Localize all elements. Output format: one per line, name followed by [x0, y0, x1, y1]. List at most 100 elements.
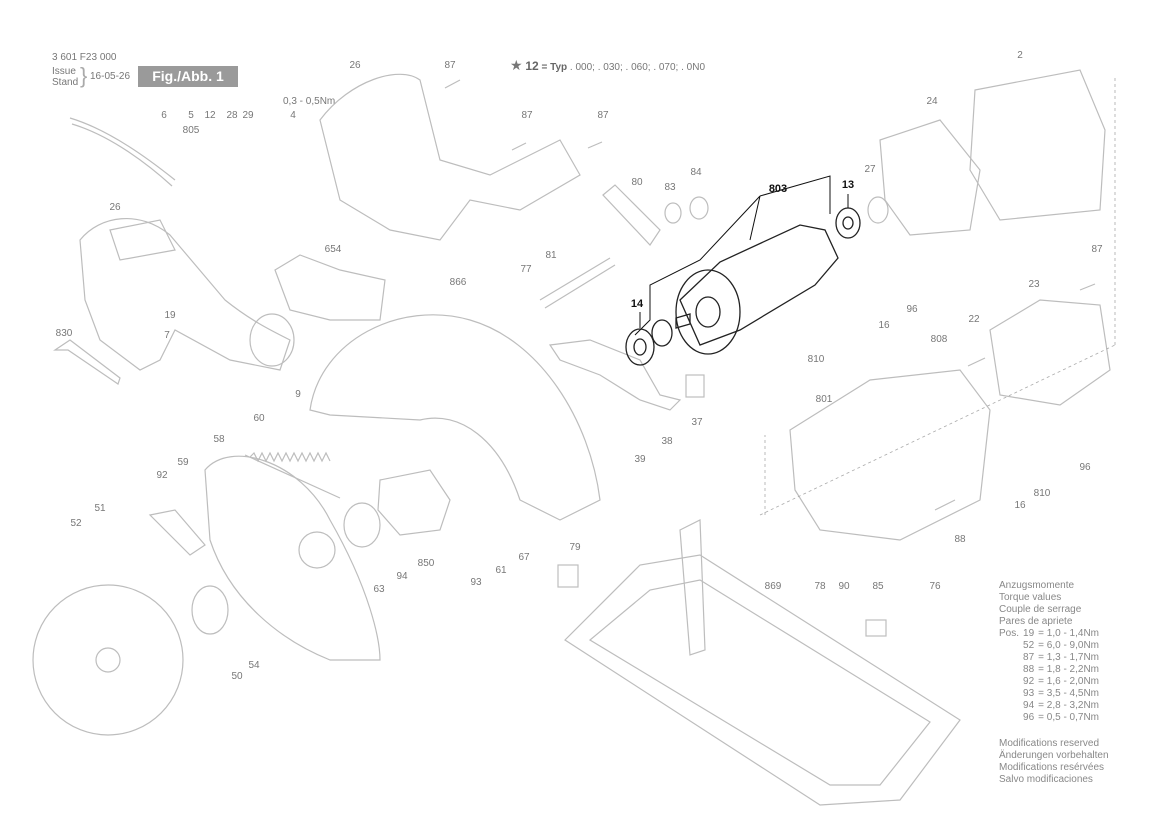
base-plate-inner — [588, 579, 931, 786]
torque-value: = 6,0 - 9,0Nm — [1038, 640, 1099, 651]
flange — [191, 585, 229, 635]
part-label-93: 93 — [470, 577, 482, 588]
torque-pos: 87 — [1023, 652, 1035, 663]
type-note-label: = Typ — [541, 62, 568, 73]
bearing-13[interactable] — [835, 207, 861, 239]
part-label-23: 23 — [1028, 279, 1040, 290]
part-label-810a: 810 — [808, 354, 825, 365]
power-cord — [69, 117, 176, 187]
part-label-869: 869 — [765, 581, 782, 592]
leader-803 — [634, 175, 831, 336]
bracket — [548, 339, 682, 411]
part-label-26b: 26 — [109, 202, 121, 213]
brush-housing — [989, 299, 1111, 406]
part-label-59: 59 — [177, 457, 189, 468]
torque-pos: 19 — [1023, 628, 1035, 639]
clip-37 — [685, 374, 705, 398]
part-label-84: 84 — [690, 167, 702, 178]
bearing-14-inner[interactable] — [633, 338, 647, 356]
part-label-9: 9 — [295, 389, 301, 400]
table-row: 92= 1,6 - 2,0Nm — [999, 676, 1099, 688]
bearing-14[interactable] — [625, 328, 655, 366]
part-label-50: 50 — [231, 671, 243, 682]
table-row: 87= 1,3 - 1,7Nm — [999, 652, 1099, 664]
armature-fan-hub[interactable] — [695, 296, 721, 328]
type-note-variants: . 000; . 030; . 060; . 070; . 0N0 — [569, 62, 706, 73]
lower-guard — [204, 455, 381, 661]
torque-pos: 93 — [1023, 688, 1035, 699]
part-label-7: 7 — [164, 330, 170, 341]
part-label-85: 85 — [872, 581, 884, 592]
torque-value: = 3,5 - 4,5Nm — [1038, 688, 1099, 699]
armature-shaft[interactable] — [675, 313, 691, 329]
modifications-note: Modifications reserved Änderungen vorbeh… — [999, 738, 1109, 786]
part-label-5: 5 — [188, 110, 194, 121]
part-label-850: 850 — [418, 558, 435, 569]
part-label-654: 654 — [325, 244, 342, 255]
part-label-78: 78 — [814, 581, 826, 592]
part-label-24: 24 — [926, 96, 938, 107]
part-label-79: 79 — [569, 542, 581, 553]
part-label-866: 866 — [450, 277, 467, 288]
screw-group — [444, 79, 1096, 511]
part-654 — [274, 254, 386, 321]
gear-housing — [377, 469, 451, 536]
armature-fan[interactable] — [675, 269, 741, 355]
handle-housing — [79, 217, 291, 371]
blade-guard — [309, 314, 601, 521]
lever-92 — [148, 509, 206, 556]
motor-housing — [789, 369, 991, 541]
figure-label: Fig./Abb. 1 — [138, 66, 238, 87]
motor-cover — [879, 119, 981, 236]
lever-85 — [865, 619, 887, 637]
part-label-830: 830 — [56, 328, 73, 339]
part-label-808: 808 — [931, 334, 948, 345]
part-label-810b: 810 — [1034, 488, 1051, 499]
torque-pos-label: Pos. — [999, 628, 1020, 639]
issue-label: Issue — [52, 66, 76, 77]
hex-key — [53, 339, 121, 385]
part-label-39: 39 — [634, 454, 646, 465]
part-label-28: 28 — [226, 110, 238, 121]
torque-pos: 94 — [1023, 700, 1035, 711]
spring-coils — [249, 451, 331, 463]
part-label-77: 77 — [520, 264, 532, 275]
part-label-63: 63 — [373, 584, 385, 595]
part-label-6: 6 — [161, 110, 167, 121]
part-label-92: 92 — [156, 470, 168, 481]
spring-ring-83 — [664, 202, 682, 224]
torque-title-en: Torque values — [999, 592, 1062, 603]
part-label-96b: 96 — [1079, 462, 1091, 473]
part-label-87c: 87 — [597, 110, 609, 121]
part-label-38: 38 — [661, 436, 673, 447]
ring — [343, 502, 381, 548]
torque-value: = 1,0 - 1,4Nm — [1038, 628, 1099, 639]
part-label-4: 4 — [290, 110, 296, 121]
part-label-61: 61 — [495, 565, 507, 576]
issue-date: 16-05-26 — [90, 71, 131, 82]
part-label-22: 22 — [968, 314, 980, 325]
type-note: ★ 12 = Typ . 000; . 030; . 060; . 070; .… — [510, 57, 705, 74]
part-label-90: 90 — [838, 581, 850, 592]
torque-pos: 92 — [1023, 676, 1035, 687]
table-row: 88= 1,8 - 2,2Nm — [999, 664, 1099, 676]
bearing-14-washer[interactable] — [651, 319, 673, 347]
spring — [244, 454, 341, 499]
part-label-81: 81 — [545, 250, 557, 261]
torque-value: = 1,3 - 1,7Nm — [1038, 652, 1099, 663]
torque-value: = 0,5 - 0,7Nm — [1038, 712, 1099, 723]
torque-value: = 2,8 - 3,2Nm — [1038, 700, 1099, 711]
bearing-13-inner[interactable] — [842, 216, 854, 230]
part-label-27: 27 — [864, 164, 876, 175]
part-label-88: 88 — [954, 534, 966, 545]
part-label-87d: 87 — [1091, 244, 1103, 255]
mods-es: Salvo modificaciones — [999, 774, 1093, 785]
table-row: 96= 0,5 - 0,7Nm — [999, 712, 1099, 724]
armature[interactable] — [679, 224, 839, 346]
table-row: 94= 2,8 - 3,2Nm — [999, 700, 1099, 712]
part-label-87a: 87 — [444, 60, 456, 71]
part-label-80: 80 — [631, 177, 643, 188]
part-label-76: 76 — [929, 581, 941, 592]
part-label-16a: 16 — [878, 320, 890, 331]
